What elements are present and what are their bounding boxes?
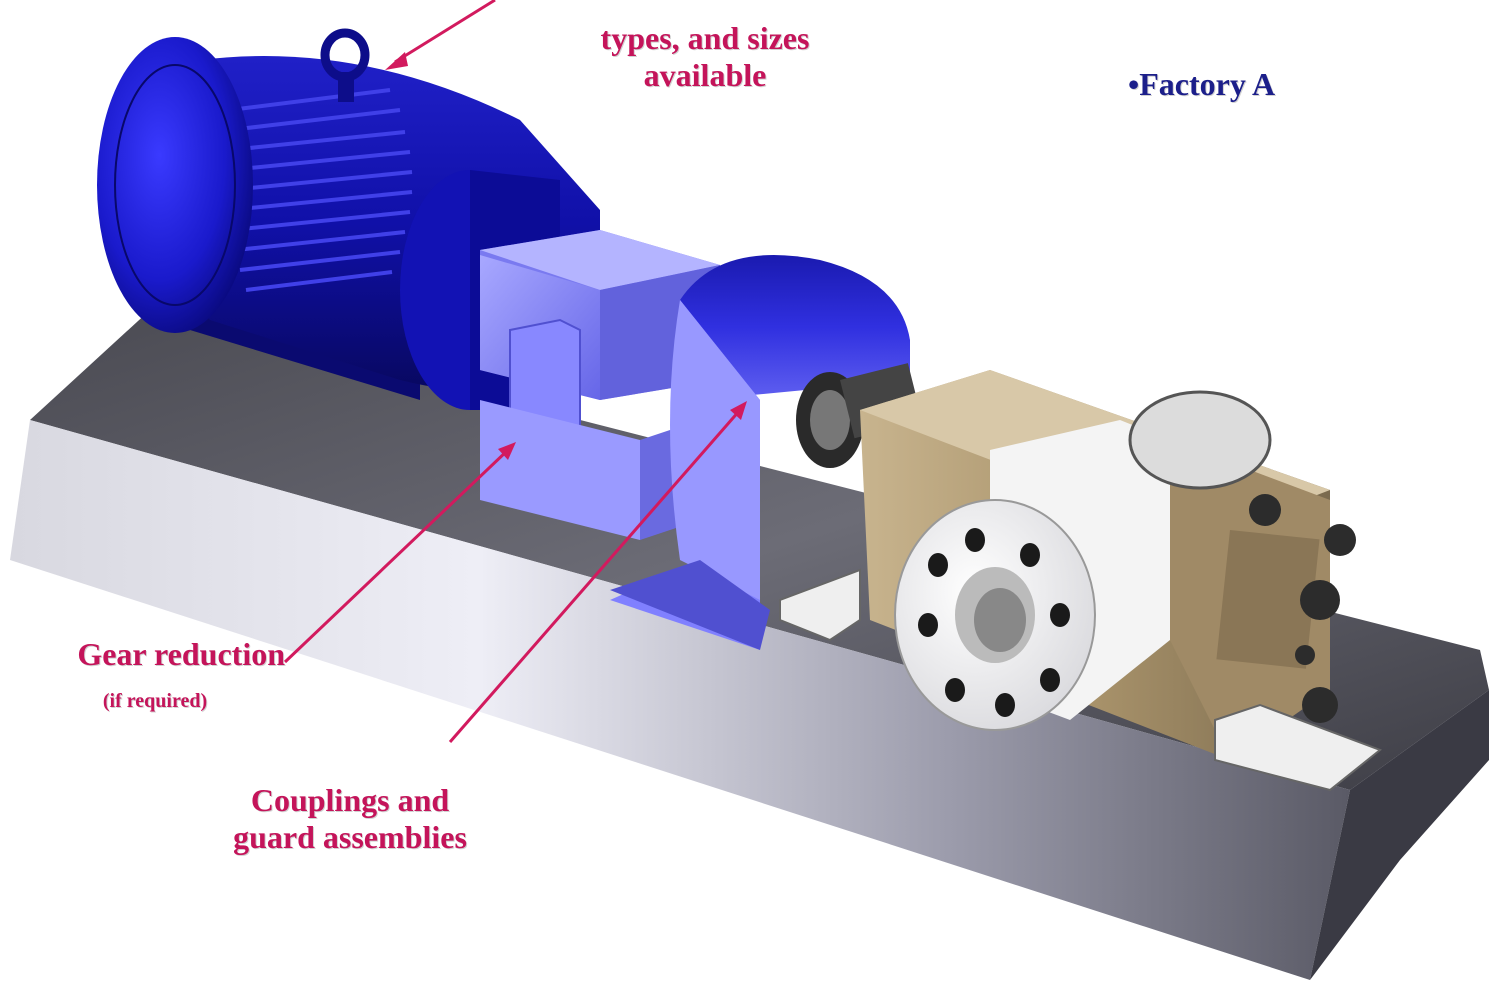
gear-reduction-note: (if required) (102, 690, 208, 712)
motor-end-cap (97, 37, 253, 333)
motor-fins (229, 88, 413, 292)
motor-callout-line2: available (643, 56, 767, 93)
couplings-callout-line2: guard assemblies (233, 818, 467, 855)
motor-callout-line1: types, and sizes (600, 20, 810, 56)
lifting-eye (320, 28, 370, 102)
inlet-flange (894, 499, 1096, 731)
rear-wheel (1128, 390, 1272, 490)
couplings-callout: Couplings and guard assemblies (160, 782, 540, 856)
base-plate-front (10, 420, 1350, 980)
coupling-guard (610, 255, 910, 650)
base-plate-lip (1310, 690, 1489, 980)
callout-arrows (283, 0, 747, 743)
motor-callout: types, and sizes available (520, 20, 890, 94)
gear-reduction-label: Gear reduction (77, 636, 285, 672)
couplings-callout-line1: Couplings and (250, 782, 450, 818)
factory-bullet: •Factory A (1128, 66, 1276, 102)
gear-reduction-callout: Gear reduction (0, 636, 285, 673)
